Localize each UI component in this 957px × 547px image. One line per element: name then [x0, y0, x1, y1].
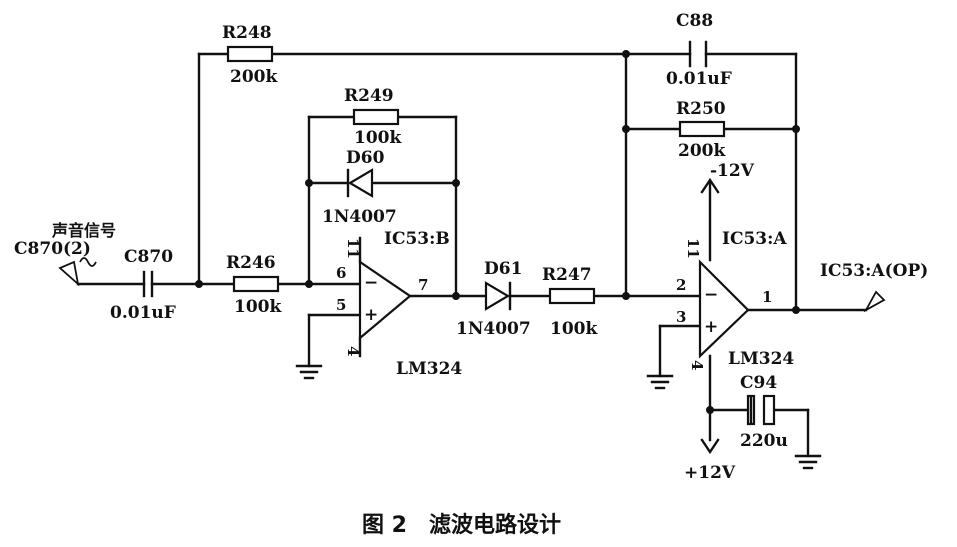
c870-value: 0.01uF — [110, 303, 176, 323]
opamp-ic53-b: − + 6 5 7 11 4 IC53:B LM324 — [336, 229, 462, 379]
input-connector: C870(2) 声音信号 — [14, 221, 116, 287]
resistor-r248: R248 200k — [222, 23, 278, 87]
d60-value: 1N4007 — [322, 207, 397, 227]
capacitor-c870: C870 0.01uF — [110, 247, 176, 323]
opamp-a-pin-out: 1 — [762, 288, 772, 306]
r249-ref: R249 — [344, 86, 394, 106]
opamp-a-part: LM324 — [728, 349, 794, 369]
opamp-a-pin-top: 11 — [684, 238, 702, 259]
c94-ref: C94 — [740, 373, 777, 393]
supply-neg-label: -12V — [710, 161, 755, 181]
diode-d60: D60 1N4007 — [322, 148, 397, 227]
opamp-a-minus: − — [704, 285, 718, 305]
opamp-b-pin-noninv: 5 — [336, 296, 346, 314]
resistor-r250: R250 200k — [676, 99, 726, 161]
junction-dot — [305, 179, 313, 187]
ground-symbol-c94 — [794, 454, 822, 470]
junction-dot — [622, 125, 630, 133]
opamp-a-pin-bottom: 4 — [688, 360, 706, 370]
r250-value: 200k — [678, 141, 726, 161]
r246-ref: R246 — [226, 253, 276, 273]
r249-value: 100k — [354, 128, 402, 148]
d61-ref: D61 — [484, 259, 522, 279]
capacitor-c88: C88 0.01uF — [666, 11, 732, 89]
opamp-b-pin-out: 7 — [418, 276, 428, 294]
junction-dot — [452, 179, 460, 187]
junctions — [195, 50, 800, 414]
junction-dot — [622, 50, 630, 58]
junction-dot — [792, 306, 800, 314]
input-signal-label: 声音信号 — [51, 221, 116, 240]
opamp-ic53-a: − + 2 3 1 11 4 IC53:A LM324 — [676, 229, 794, 370]
junction-dot — [195, 280, 203, 288]
d60-ref: D60 — [346, 148, 385, 168]
opamp-b-pin-top: 11 — [344, 238, 362, 259]
opamp-b-part: LM324 — [396, 359, 462, 379]
opamp-b-ref: IC53:B — [384, 229, 450, 249]
opamp-b-plus: + — [364, 305, 378, 325]
r248-ref: R248 — [222, 23, 272, 43]
junction-dot — [452, 292, 460, 300]
c870-ref: C870 — [124, 247, 173, 267]
output-label: IC53:A(OP) — [820, 261, 928, 281]
wires — [76, 52, 868, 458]
r247-value: 100k — [550, 319, 598, 339]
opamp-a-plus: + — [704, 317, 718, 337]
opamp-b-pin-bottom: 4 — [344, 346, 362, 356]
c88-ref: C88 — [676, 11, 713, 31]
opamp-b-minus: − — [364, 273, 378, 293]
c94-value: 220u — [740, 431, 788, 451]
supply-pos-12v: +12V — [684, 438, 736, 483]
capacitor-c94: C94 220u — [740, 373, 788, 451]
supply-neg-12v: -12V — [700, 161, 755, 194]
opamp-a-pin-noninv: 3 — [676, 308, 686, 326]
resistor-r247: R247 100k — [542, 265, 598, 339]
opamp-a-ref: IC53:A — [722, 229, 787, 249]
r247-ref: R247 — [542, 265, 592, 285]
junction-dot — [305, 280, 313, 288]
r248-value: 200k — [230, 67, 278, 87]
figure-caption: 图 2 滤波电路设计 — [362, 512, 561, 538]
junction-dot — [706, 406, 714, 414]
r246-value: 100k — [234, 297, 282, 317]
opamp-a-pin-inv: 2 — [676, 276, 686, 294]
junction-dot — [792, 125, 800, 133]
ground-symbol-b — [295, 364, 323, 380]
input-connector-label: C870(2) — [14, 239, 91, 259]
supply-pos-label: +12V — [684, 463, 736, 483]
opamp-b-pin-inv: 6 — [336, 264, 346, 282]
c88-value: 0.01uF — [666, 69, 732, 89]
diode-d61: D61 1N4007 — [456, 259, 531, 339]
output-terminal: IC53:A(OP) — [820, 261, 928, 313]
d61-value: 1N4007 — [456, 319, 531, 339]
r250-ref: R250 — [676, 99, 726, 119]
resistor-r246: R246 100k — [226, 253, 282, 317]
resistor-r249: R249 100k — [344, 86, 402, 148]
ground-symbol-a — [646, 374, 674, 390]
junction-dot — [622, 292, 630, 300]
